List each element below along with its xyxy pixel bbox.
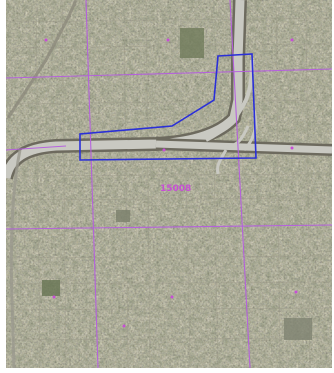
parcel-id-label: 15008 bbox=[160, 184, 191, 194]
open-spaces bbox=[42, 28, 312, 340]
rail-line bbox=[6, 0, 78, 119]
street-grid bbox=[6, 0, 332, 368]
expressway bbox=[6, 0, 332, 368]
map-canvas[interactable]: 15008 bbox=[6, 0, 332, 368]
arterial-overlay bbox=[6, 0, 332, 368]
address-points bbox=[44, 38, 298, 328]
aerial-map[interactable]: 15008 bbox=[6, 0, 332, 368]
zone-boundary[interactable] bbox=[79, 53, 257, 161]
